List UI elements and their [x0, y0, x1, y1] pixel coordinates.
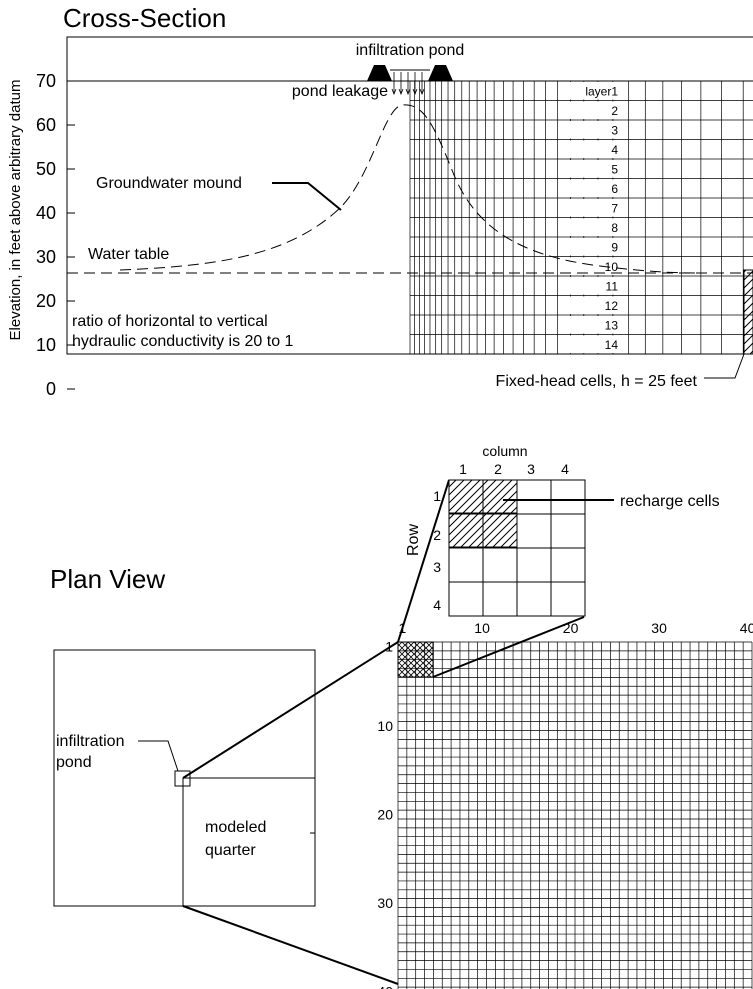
pond-cells — [397, 641, 434, 678]
inset-row-labels: 1 2 3 4 — [433, 488, 441, 613]
water-table-label: Water table — [88, 246, 169, 263]
layer-label-box — [562, 121, 622, 139]
inset-column-label: 3 — [527, 461, 535, 477]
layer-label: 5 — [611, 163, 618, 177]
model-grid-row-label: 1 — [385, 638, 393, 654]
model-grid-column-label: 30 — [651, 620, 667, 636]
zoom-line-bottom — [182, 905, 399, 985]
leakage-arrow-head — [398, 88, 404, 96]
model-grid-column-label: 40 — [740, 620, 753, 636]
modeled-quarter-label-line1: modeled — [205, 819, 266, 836]
layer-label-box — [562, 238, 622, 256]
leakage-arrow-head — [412, 88, 418, 96]
layer-label: 11 — [606, 280, 619, 294]
layer-label-box — [562, 179, 622, 197]
modeled-quarter-label-line2: quarter — [205, 842, 256, 859]
y-tick-label: 30 — [36, 247, 56, 267]
inset-column-labels: 1 2 3 4 — [459, 461, 569, 477]
fixed-head-leader — [704, 353, 745, 379]
layer-label-box — [562, 296, 622, 314]
inset-column-label: 1 — [459, 461, 467, 477]
model-grid-row-label: 20 — [377, 807, 393, 823]
model-grid-column-label: 10 — [474, 620, 490, 636]
layer-label-box — [562, 82, 622, 100]
y-tick-label: 70 — [36, 71, 56, 91]
infiltration-pond-label: infiltration pond — [356, 42, 465, 59]
inset-row-label: 3 — [433, 559, 441, 575]
model-grid-row-labels: 1 10 20 30 40 — [377, 638, 393, 989]
conductivity-note-line1: ratio of horizontal to vertical — [72, 313, 268, 330]
inset-zoom-line-left — [397, 479, 450, 643]
infiltration-pond-label-line1: infiltration — [56, 733, 124, 750]
inset-zoom-line-right — [432, 616, 585, 678]
fixed-head-cells — [743, 269, 753, 355]
layer-label-box — [562, 140, 622, 158]
layer-label-box — [562, 199, 622, 217]
y-tick-label: 60 — [36, 115, 56, 135]
inset-column-title: column — [482, 443, 527, 459]
model-grid-row-label: 30 — [377, 895, 393, 911]
layer-label: 8 — [611, 221, 618, 235]
fixed-head-label: Fixed-head cells, h = 25 feet — [496, 373, 698, 390]
layer-label: 10 — [605, 260, 619, 274]
groundwater-mound-curve — [119, 104, 699, 274]
layer-label-box — [562, 160, 622, 178]
conductivity-note-line2: hydraulic conductivity is 20 to 1 — [72, 333, 294, 350]
model-grid-column-labels: 110203040 — [399, 620, 753, 636]
inset-row-label: 4 — [433, 597, 441, 613]
model-grid — [397, 641, 753, 989]
infiltration-pond-square — [174, 770, 191, 787]
y-ticks: 70 60 50 40 30 20 10 0 — [36, 71, 75, 399]
leakage-arrow-head — [391, 88, 397, 96]
model-grid-row-label: 40 — [377, 984, 393, 989]
zoom-line-top — [182, 641, 399, 779]
layer-label: 7 — [611, 202, 618, 216]
layer-label-box — [562, 218, 622, 236]
layer-label-box — [562, 335, 622, 353]
inset-column-label: 4 — [561, 461, 569, 477]
layer-label-box — [562, 257, 622, 275]
layer-labels: layer1 2 3 4 5 6 7 8 9 10 11 12 13 14 — [562, 82, 622, 353]
layer-label: 6 — [611, 182, 618, 196]
inset-column-label: 2 — [494, 461, 502, 477]
infiltration-pond-leader — [138, 740, 179, 772]
layer-label: 3 — [611, 124, 618, 138]
y-tick-label: 0 — [46, 379, 56, 399]
groundwater-mound-leader — [272, 182, 342, 211]
layer-label: 12 — [605, 299, 619, 313]
y-tick-label: 20 — [36, 291, 56, 311]
layer-label: 14 — [605, 338, 619, 352]
layer-label-box — [562, 316, 622, 334]
pond-leakage-label: pond leakage — [292, 83, 388, 100]
y-tick-label: 40 — [36, 203, 56, 223]
layer-label: 9 — [611, 241, 618, 255]
layer-label: 13 — [605, 319, 619, 333]
cross-section-frame — [66, 36, 753, 355]
cross-section-title: Cross-Section — [63, 3, 226, 33]
inset-row-title: Row — [405, 524, 422, 556]
pond-leakage-arrows — [391, 72, 425, 96]
y-axis-label: Elevation, in feet above arbitrary datum — [7, 80, 24, 341]
inset-row-label: 2 — [433, 527, 441, 543]
y-tick-label: 50 — [36, 159, 56, 179]
inset-row-label: 1 — [433, 488, 441, 504]
leakage-arrow-head — [419, 88, 425, 96]
layer-label-box — [562, 101, 622, 119]
recharge-cells-label: recharge cells — [620, 493, 720, 510]
groundwater-mound-label: Groundwater mound — [96, 175, 242, 192]
y-tick-label: 10 — [36, 335, 56, 355]
plan-view-title: Plan View — [50, 564, 165, 594]
model-grid-row-label: 10 — [377, 718, 393, 734]
layer-label: 4 — [611, 143, 618, 157]
pond-berm-left — [367, 65, 392, 81]
infiltration-pond-label-line2: pond — [56, 754, 92, 771]
leakage-arrow-head — [405, 88, 411, 96]
layer-label-box — [562, 277, 622, 295]
layer-label: 2 — [611, 104, 618, 118]
layer-label: layer1 — [585, 85, 618, 99]
pond-berm-right — [428, 65, 453, 81]
